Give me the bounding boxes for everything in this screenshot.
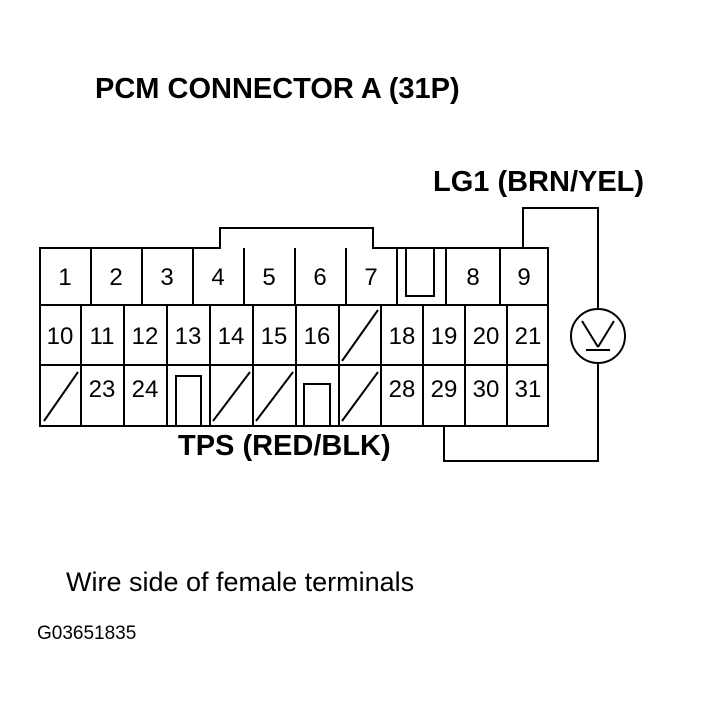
terminal-13: 13 [175,323,202,350]
terminal-10: 10 [47,323,74,350]
terminal-8: 8 [466,264,479,291]
terminal-21: 21 [515,323,542,350]
terminal-19: 19 [431,323,458,350]
terminal-24: 24 [132,376,159,403]
terminal-11: 11 [90,323,115,350]
empty-cavity-slashes [43,309,379,422]
terminal-1: 1 [58,264,71,291]
terminal-30: 30 [473,376,500,403]
row3-dividers [80,365,508,426]
terminal-5: 5 [262,264,275,291]
terminal-16: 16 [304,323,331,350]
terminal-9: 9 [517,264,530,291]
row1-dividers [90,248,501,305]
terminal-29: 29 [431,376,458,403]
terminal-3: 3 [160,264,173,291]
voltmeter-icon [570,308,626,364]
terminal-7: 7 [364,264,377,291]
terminal-2: 2 [109,264,122,291]
terminal-12: 12 [132,323,159,350]
key-slot-bottom [175,375,202,426]
tps-wire [443,363,599,462]
terminal-4: 4 [211,264,224,291]
page-title: PCM CONNECTOR A (31P) [95,73,460,105]
terminal-31: 31 [515,376,542,403]
lg1-wire-label: LG1 (BRN/YEL) [433,166,645,198]
terminal-23: 23 [89,376,116,403]
terminal-28: 28 [389,376,416,403]
row2-dividers [80,305,508,365]
terminal-14: 14 [218,323,245,350]
terminal-6: 6 [313,264,326,291]
terminal-18: 18 [389,323,416,350]
view-caption: Wire side of female terminals [66,567,415,597]
key-slot-top [405,248,435,297]
tps-wire-label: TPS (RED/BLK) [178,430,391,462]
terminal-20: 20 [473,323,500,350]
figure-code: G03651835 [37,623,137,644]
terminal-15: 15 [261,323,288,350]
terminal-numbers: 1 2 3 4 5 6 7 8 9 10 11 12 13 14 15 16 1… [47,264,542,403]
lg1-wire [522,207,599,309]
key-slot-bottom [303,383,331,426]
